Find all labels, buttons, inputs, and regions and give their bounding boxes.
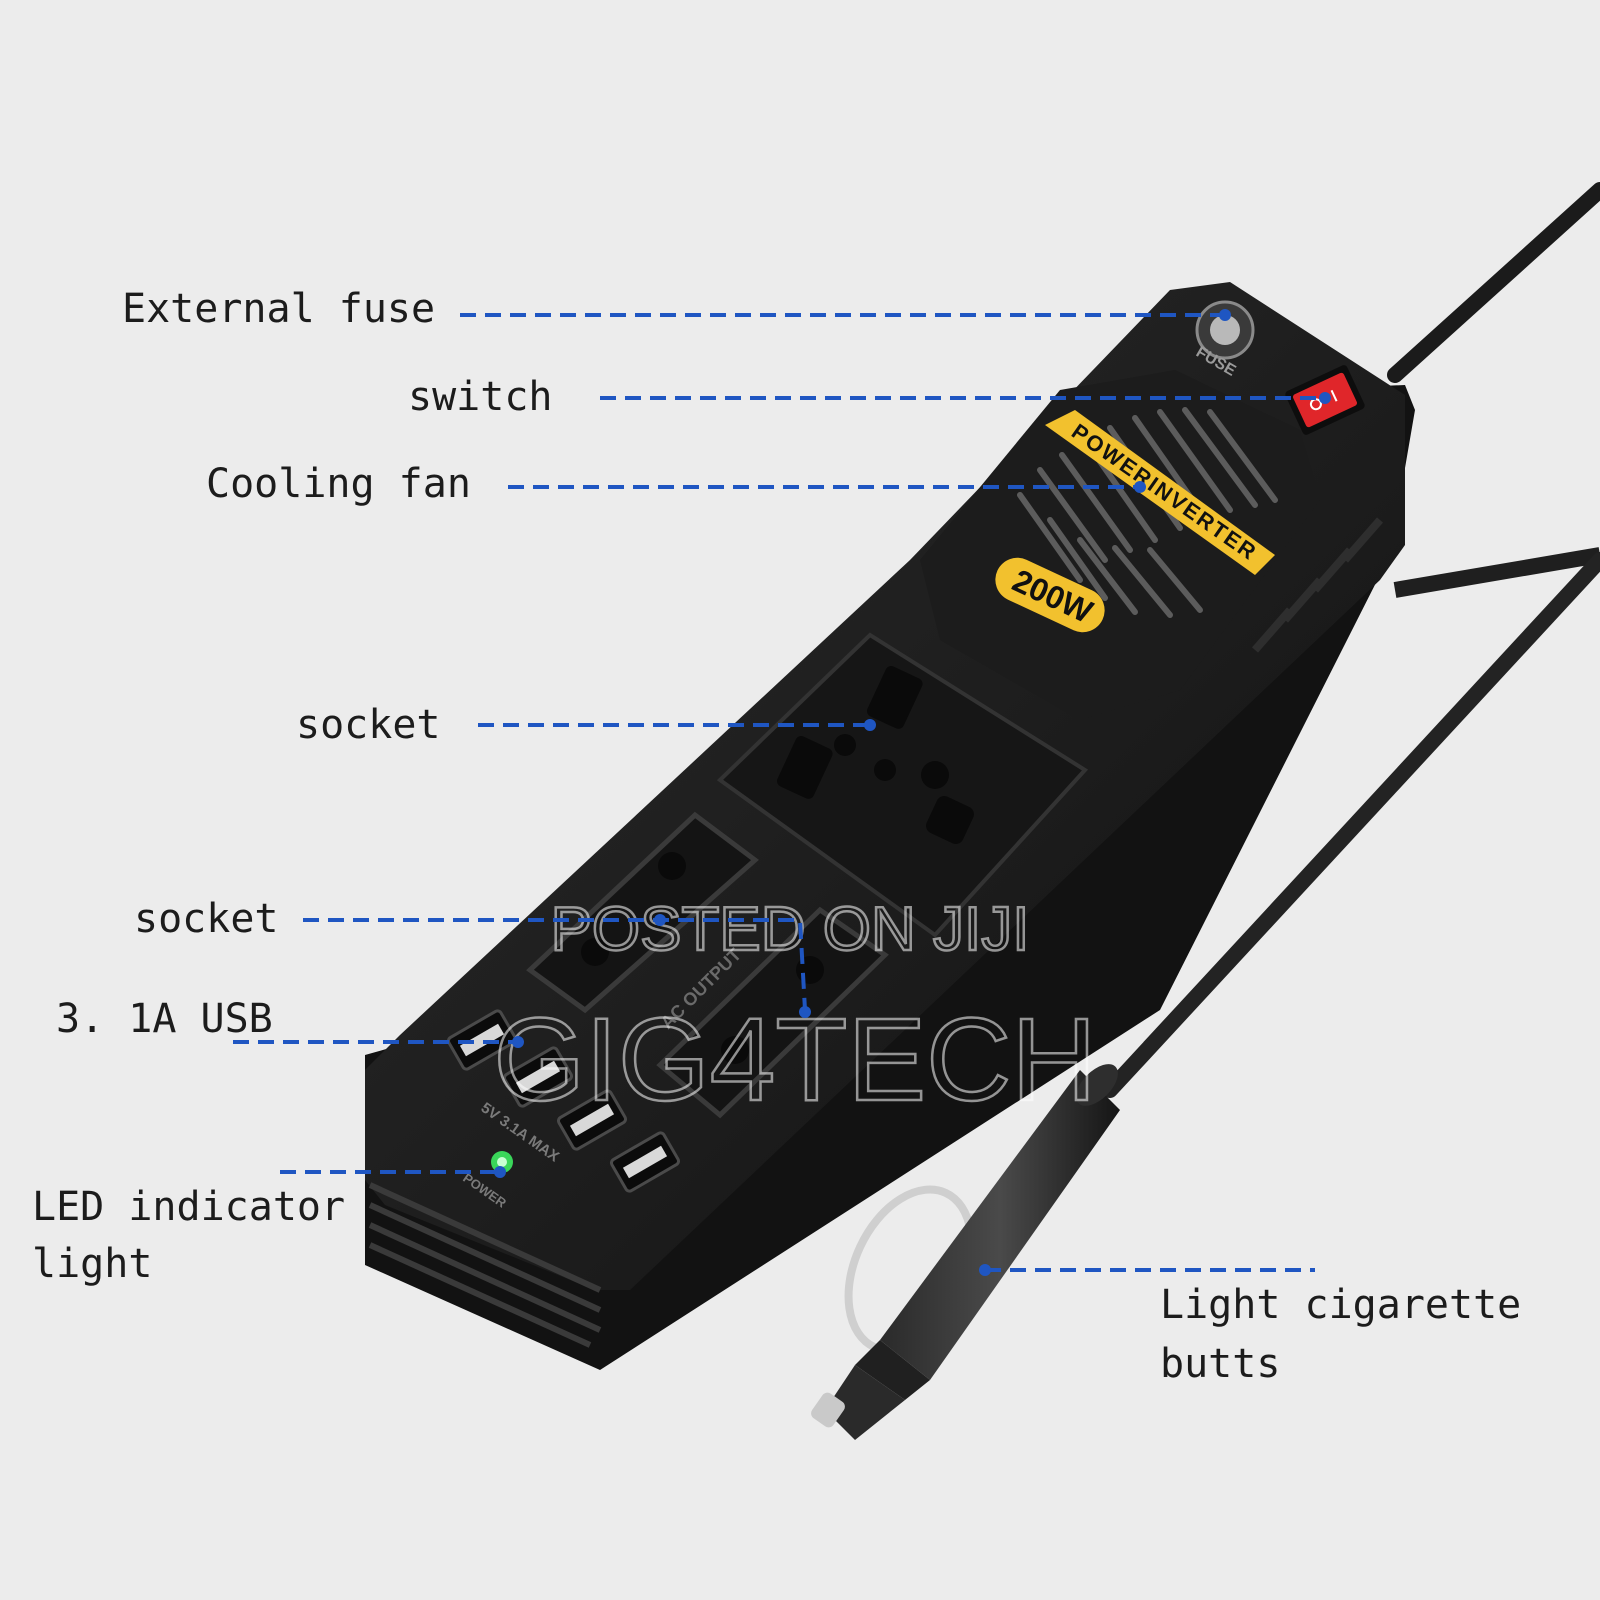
wattage-badge [995, 557, 1105, 633]
leader-socket-pair [303, 918, 807, 1011]
end-vents [368, 1182, 602, 1348]
watermark-brand: GIG4TECH [493, 994, 1096, 1126]
lower-cable [1393, 547, 1600, 598]
endpoint-dot [512, 1036, 524, 1048]
callout-led-line2: light [32, 1241, 152, 1287]
endpoint-dot [799, 1006, 811, 1018]
endpoint-dot [1219, 309, 1231, 321]
watermark-posted: POSTED ON JIJI [551, 895, 1030, 964]
plug-cable [1102, 552, 1600, 1098]
leader-lines [233, 313, 1325, 1272]
usb-port [502, 1046, 574, 1108]
cooling-fan-housing: POWERINVERTER 200W [920, 370, 1320, 720]
endpoint-dot [979, 1264, 991, 1276]
cigarette-plug [811, 1064, 1120, 1440]
callout-cigarette-line1: Light cigarette [1160, 1282, 1521, 1328]
callout-led-line1: LED indicator [32, 1184, 345, 1230]
usb-port [556, 1089, 628, 1151]
callout-switch: switch [408, 374, 553, 420]
callout-cigarette-line2: butts [1160, 1341, 1280, 1387]
usb-port [609, 1131, 681, 1193]
callout-external-fuse: External fuse [122, 286, 435, 332]
callout-cooling-fan: Cooling fan [206, 461, 471, 507]
side-fins [1251, 517, 1384, 653]
usb-port [446, 1009, 518, 1071]
brand-band [1045, 410, 1275, 575]
endpoint-dot [654, 914, 666, 926]
top-cable [1387, 182, 1600, 383]
universal-socket [716, 632, 1089, 938]
leader-endpoints [494, 309, 1331, 1276]
endpoint-dot [1319, 392, 1331, 404]
callout-socket-pair: socket [134, 896, 279, 942]
callout-socket-universal: socket [296, 702, 441, 748]
endpoint-dot [864, 719, 876, 731]
callout-usb: 3. 1A USB [56, 996, 273, 1042]
endpoint-dot [494, 1166, 506, 1178]
endpoint-dot [1134, 481, 1146, 493]
